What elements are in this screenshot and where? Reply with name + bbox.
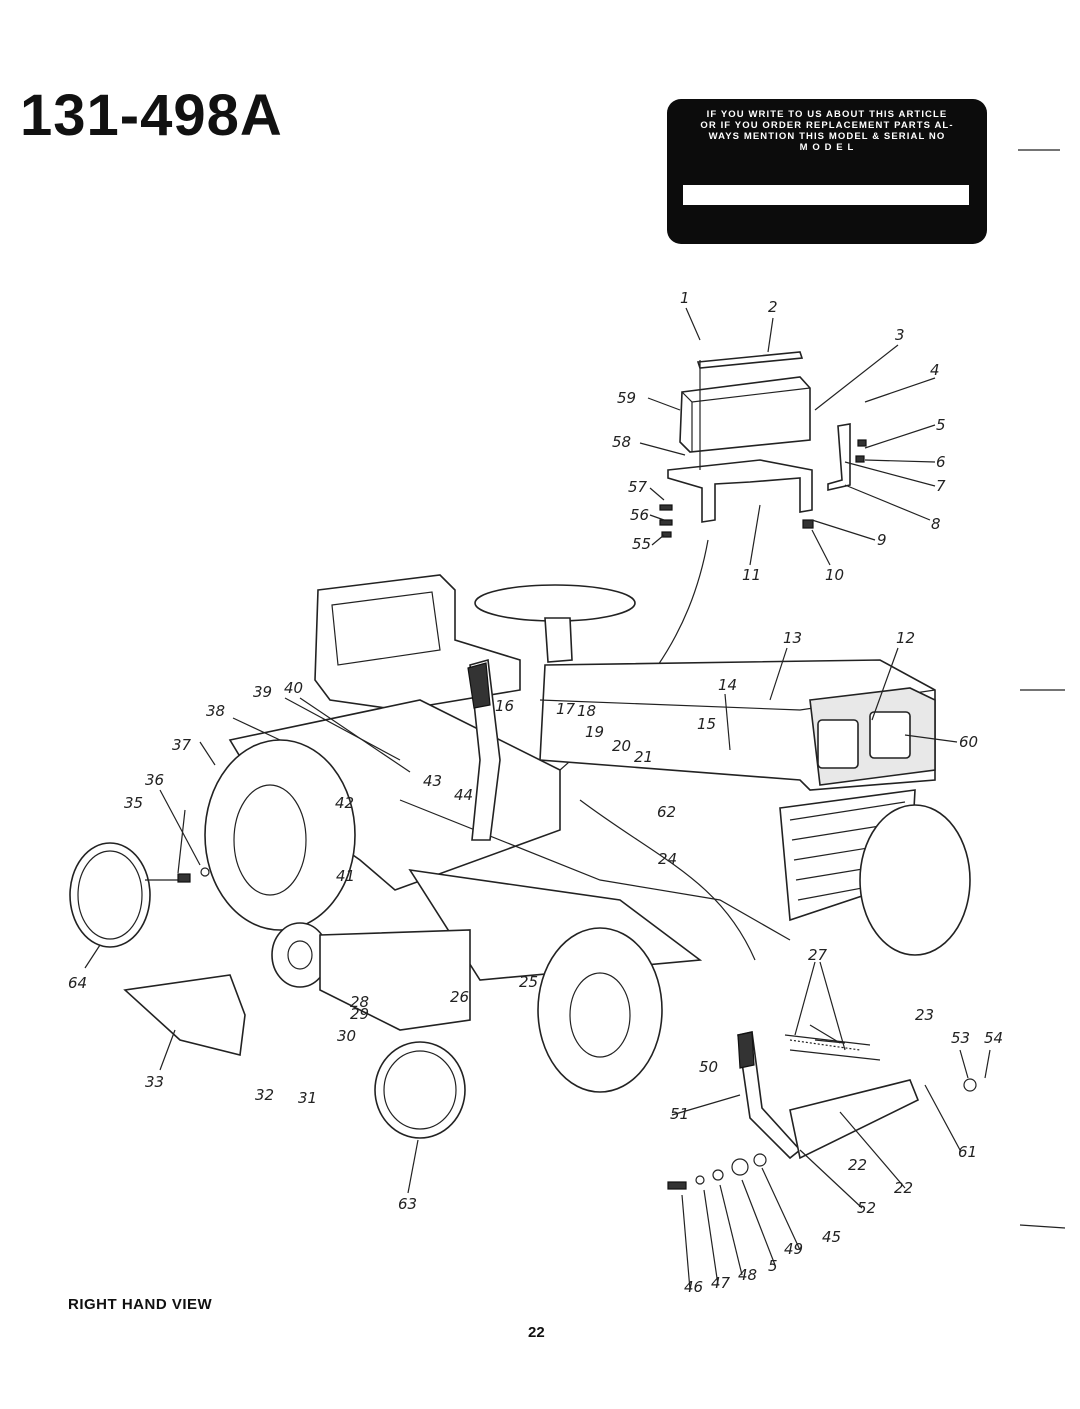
view-caption: RIGHT HAND VIEW bbox=[68, 1296, 213, 1313]
callout: 5 bbox=[768, 1257, 778, 1275]
callout: 12 bbox=[896, 629, 915, 647]
callout: 17 bbox=[556, 700, 576, 718]
callout: 62 bbox=[657, 803, 676, 821]
ground-cable bbox=[579, 799, 756, 961]
page-number: 22 bbox=[528, 1324, 545, 1341]
callout: 45 bbox=[822, 1228, 841, 1246]
callout: 4 bbox=[930, 361, 940, 379]
leader-lines bbox=[84, 307, 991, 1291]
callout: 20 bbox=[612, 737, 631, 755]
callout: 52 bbox=[857, 1199, 876, 1217]
callout: 36 bbox=[145, 771, 164, 789]
callout: 13 bbox=[783, 629, 802, 647]
callout: 11 bbox=[742, 566, 761, 584]
callout: 49 bbox=[784, 1240, 803, 1258]
callout: 37 bbox=[172, 736, 192, 754]
discharge-chute bbox=[123, 974, 246, 1056]
callout: 38 bbox=[206, 702, 225, 720]
callout: 41 bbox=[336, 867, 355, 885]
callout: 48 bbox=[738, 1266, 757, 1284]
callout: 54 bbox=[984, 1029, 1003, 1047]
callout: 55 bbox=[632, 535, 651, 553]
callout: 61 bbox=[958, 1143, 977, 1161]
callout: 29 bbox=[350, 1005, 369, 1023]
callout: 1 bbox=[680, 289, 690, 307]
callout: 16 bbox=[495, 697, 514, 715]
callout: 3 bbox=[895, 326, 905, 344]
callout: 39 bbox=[253, 683, 272, 701]
brake-linkage bbox=[667, 1031, 977, 1190]
callout: 51 bbox=[670, 1105, 689, 1123]
callout: 10 bbox=[825, 566, 844, 584]
callout: 27 bbox=[808, 946, 828, 964]
notice-text: IF YOU WRITE TO US ABOUT THIS ARTICLE OR… bbox=[675, 109, 979, 153]
callout: 33 bbox=[145, 1073, 164, 1091]
callout: 53 bbox=[951, 1029, 970, 1047]
callout: 18 bbox=[577, 702, 596, 720]
model-serial-notice: IF YOU WRITE TO US ABOUT THIS ARTICLE OR… bbox=[667, 99, 987, 244]
callout-labels: 1 2 3 4 5 6 7 8 9 10 12 13 14 15 16 17 1… bbox=[68, 289, 1003, 1296]
callout: 63 bbox=[398, 1195, 417, 1213]
callout: 2 bbox=[768, 298, 778, 316]
callout: 60 bbox=[959, 733, 978, 751]
callout: 43 bbox=[423, 772, 442, 790]
callout: 15 bbox=[697, 715, 716, 733]
callout: 47 bbox=[711, 1274, 731, 1292]
callout: 7 bbox=[936, 477, 946, 495]
callout: 40 bbox=[284, 679, 303, 697]
callout: 32 bbox=[255, 1086, 274, 1104]
callout: 57 bbox=[628, 478, 648, 496]
callout: 24 bbox=[658, 850, 677, 868]
model-number-field bbox=[683, 185, 969, 205]
rear-hubcap bbox=[69, 842, 210, 948]
battery-assembly bbox=[659, 351, 867, 538]
notice-model-label: M O D E L bbox=[799, 142, 855, 153]
notice-line: IF YOU WRITE TO US ABOUT THIS ARTICLE bbox=[706, 109, 948, 120]
callout: 50 bbox=[699, 1058, 718, 1076]
front-hubcap bbox=[374, 1041, 466, 1139]
callout: 14 bbox=[718, 676, 737, 694]
callout: 5 bbox=[936, 416, 946, 434]
callout: 46 bbox=[684, 1278, 703, 1296]
callout: 25 bbox=[519, 973, 538, 991]
callout: 64 bbox=[68, 974, 87, 992]
callout: 44 bbox=[454, 786, 473, 804]
notice-line: WAYS MENTION THIS MODEL & SERIAL NO bbox=[708, 131, 946, 142]
callout: 9 bbox=[877, 531, 887, 549]
callout: 22 bbox=[848, 1156, 867, 1174]
callout: 31 bbox=[298, 1089, 317, 1107]
callout: 56 bbox=[630, 506, 649, 524]
callout: 21 bbox=[634, 748, 653, 766]
scan-mark bbox=[1018, 149, 1066, 1229]
callout: 42 bbox=[335, 794, 354, 812]
callout: 58 bbox=[612, 433, 631, 451]
callout: 22 bbox=[894, 1179, 913, 1197]
callout: 30 bbox=[337, 1027, 356, 1045]
callout: 28 bbox=[350, 993, 369, 1011]
callout: 6 bbox=[936, 453, 946, 471]
callout: 26 bbox=[450, 988, 469, 1006]
model-number: 131-498A bbox=[20, 83, 283, 148]
callout: 19 bbox=[585, 723, 604, 741]
callout: 35 bbox=[124, 794, 143, 812]
callout: 8 bbox=[931, 515, 941, 533]
notice-line: OR IF YOU ORDER REPLACEMENT PARTS AL- bbox=[700, 120, 954, 131]
tractor-body bbox=[204, 574, 971, 1093]
callout: 59 bbox=[617, 389, 636, 407]
callout: 23 bbox=[915, 1006, 934, 1024]
